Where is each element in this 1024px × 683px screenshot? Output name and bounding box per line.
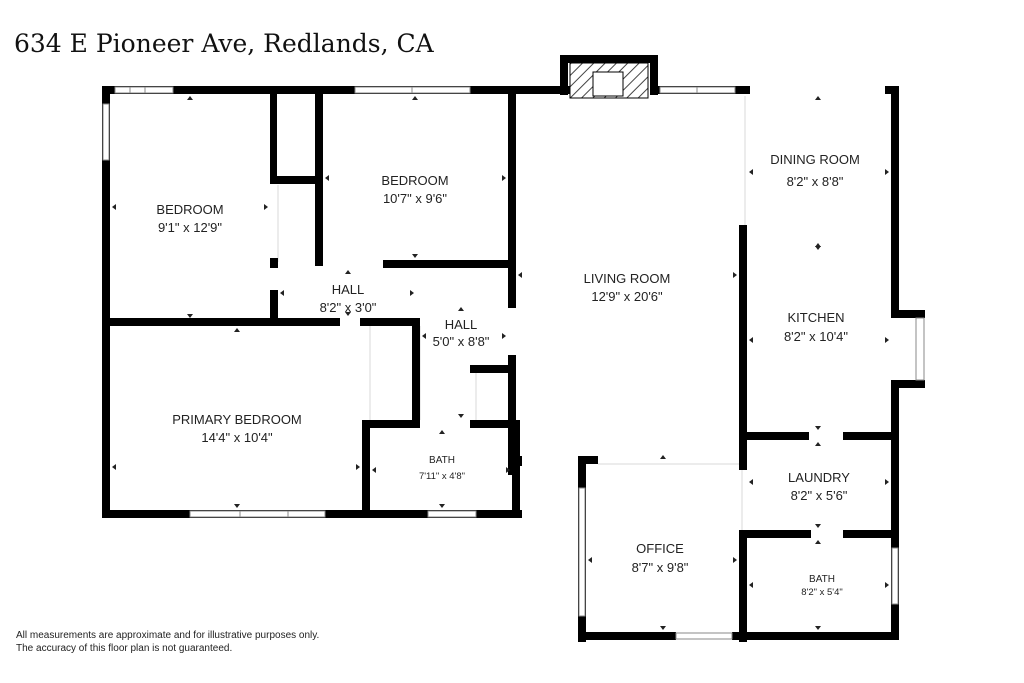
room-dimensions: 12'9" x 20'6" <box>591 289 663 304</box>
room-dimensions: 8'2" x 8'8" <box>787 174 844 189</box>
disclaimer-line-2: The accuracy of this floor plan is not g… <box>16 643 232 654</box>
walls <box>102 55 925 642</box>
room-dimensions: 8'2" x 3'0" <box>320 300 377 315</box>
room-name: PRIMARY BEDROOM <box>172 412 302 427</box>
room-dimensions: 8'2" x 5'4" <box>801 587 843 598</box>
room-name: KITCHEN <box>787 310 844 325</box>
room-dimensions: 7'11" x 4'8" <box>419 471 465 482</box>
room-name: BATH <box>809 574 835 585</box>
room-dimensions: 8'7" x 9'8" <box>632 560 689 575</box>
address-title: 634 E Pioneer Ave, Redlands, CA <box>14 29 435 58</box>
room-dimensions: 9'1" x 12'9" <box>158 220 222 235</box>
room-dimensions: 8'2" x 5'6" <box>791 488 848 503</box>
dimension-ticks <box>112 96 889 630</box>
room-kitchen: KITCHEN 8'2" x 10'4" <box>784 310 848 344</box>
room-name: OFFICE <box>636 541 684 556</box>
room-dimensions: 8'2" x 10'4" <box>784 329 848 344</box>
room-dimensions: 10'7" x 9'6" <box>383 191 447 206</box>
room-name: LIVING ROOM <box>584 271 671 286</box>
room-office: OFFICE 8'7" x 9'8" <box>632 541 689 575</box>
room-bath-1: BATH 7'11" x 4'8" <box>419 455 465 482</box>
room-bath-2: BATH 8'2" x 5'4" <box>801 574 843 598</box>
room-hall-1: HALL 8'2" x 3'0" <box>320 282 377 315</box>
room-laundry: LAUNDRY 8'2" x 5'6" <box>788 470 850 503</box>
room-name: HALL <box>332 282 365 297</box>
room-name: BEDROOM <box>381 173 448 188</box>
room-living-room: LIVING ROOM 12'9" x 20'6" <box>584 271 671 304</box>
room-bedroom-1: BEDROOM 9'1" x 12'9" <box>156 202 223 235</box>
room-dimensions: 14'4" x 10'4" <box>201 430 273 445</box>
room-dimensions: 5'0" x 8'8" <box>433 334 490 349</box>
room-hall-2: HALL 5'0" x 8'8" <box>433 317 490 349</box>
room-bedroom-2: BEDROOM 10'7" x 9'6" <box>381 173 448 206</box>
doorways <box>330 260 843 538</box>
room-name: DINING ROOM <box>770 152 860 167</box>
room-primary-bedroom: PRIMARY BEDROOM 14'4" x 10'4" <box>172 412 302 445</box>
windows <box>102 86 925 640</box>
disclaimer-line-1: All measurements are approximate and for… <box>16 630 319 641</box>
room-name: BATH <box>429 455 455 466</box>
room-name: LAUNDRY <box>788 470 850 485</box>
room-name: HALL <box>445 317 478 332</box>
room-name: BEDROOM <box>156 202 223 217</box>
room-dining-room: DINING ROOM 8'2" x 8'8" <box>770 152 860 189</box>
